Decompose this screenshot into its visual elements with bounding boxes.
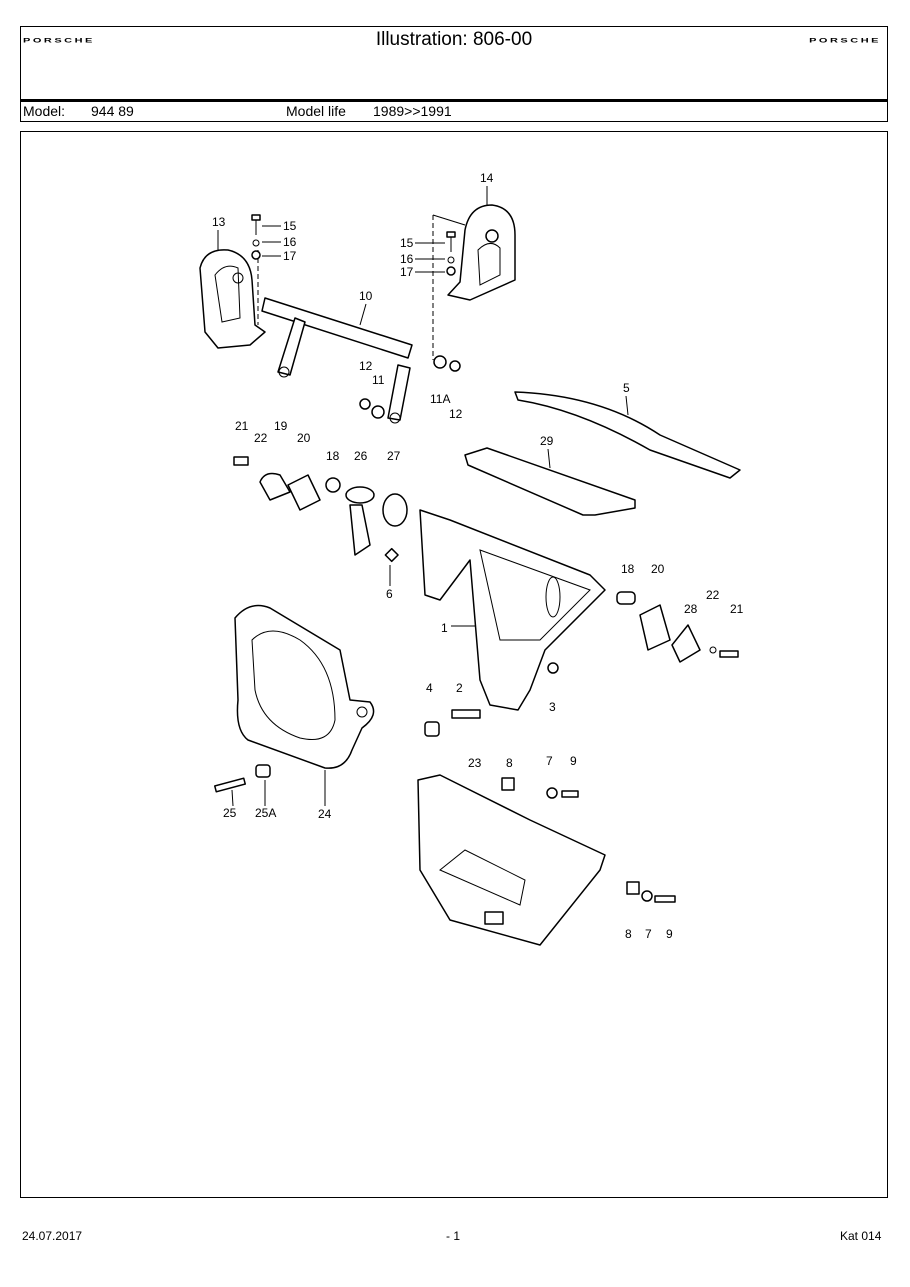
callout: 10	[359, 289, 373, 303]
callout: 11	[372, 373, 385, 387]
part-14-bracket	[447, 204, 516, 301]
hinge-parts-right	[616, 591, 739, 663]
callout: 9	[666, 927, 673, 941]
callout: 18	[621, 562, 635, 576]
part-1-frame	[419, 509, 606, 711]
part-2-bolt	[451, 709, 481, 719]
callout: 5	[623, 381, 630, 395]
callout: 2	[456, 681, 463, 695]
callout: 1	[441, 621, 448, 635]
model-life-value: 1989>>1991	[373, 103, 452, 119]
part-15-bolt-right	[446, 231, 456, 276]
part-25a-nut	[255, 764, 271, 778]
part-9-screw-upper	[561, 790, 579, 798]
part-24-ring	[234, 604, 375, 769]
part-29-rail	[464, 447, 636, 516]
callout: 13	[212, 215, 226, 229]
callout: 7	[645, 927, 652, 941]
part-8-clip-upper	[501, 777, 515, 791]
callout: 15	[283, 219, 297, 233]
porsche-logo-right: PORSCHE	[809, 37, 881, 45]
callout: 21	[730, 602, 744, 616]
callout: 18	[326, 449, 340, 463]
callout: 14	[480, 171, 494, 185]
model-value: 944 89	[91, 103, 134, 119]
callout: 22	[254, 431, 268, 445]
footer-catalog: Kat 014	[840, 1229, 882, 1243]
callout: 12	[449, 407, 463, 421]
callout: 28	[684, 602, 698, 616]
callout: 29	[540, 434, 554, 448]
porsche-logo-left: PORSCHE	[23, 37, 95, 45]
callout: 25	[223, 806, 237, 820]
leader-lines	[217, 186, 629, 807]
callout: 6	[386, 587, 393, 601]
part-15-bolt-left	[251, 214, 261, 260]
part-9-screw-lower	[654, 895, 676, 903]
callout: 21	[235, 419, 249, 433]
callout: 24	[318, 807, 332, 821]
model-row: Model: 944 89 Model life 1989>>1991	[21, 99, 887, 125]
callout: 17	[400, 265, 414, 279]
callout: 26	[354, 449, 368, 463]
callout: 19	[274, 419, 288, 433]
part-7-washer-lower	[641, 890, 653, 902]
part-4-sleeve	[424, 721, 440, 737]
header: PORSCHE Illustration: 806-00 PORSCHE Mod…	[20, 26, 888, 122]
part-10-shaft	[261, 297, 461, 424]
diagram-frame	[20, 131, 888, 1198]
callout: 23	[468, 756, 482, 770]
footer-page: - 1	[446, 1229, 461, 1243]
callout: 20	[651, 562, 665, 576]
callout: 20	[297, 431, 311, 445]
footer-date: 24.07.2017	[22, 1229, 83, 1243]
part-23-cover	[417, 774, 606, 946]
part-8-clip-lower	[626, 881, 640, 895]
callout: 25A	[255, 806, 276, 820]
part-7-washer-upper	[546, 787, 558, 799]
callout: 8	[625, 927, 632, 941]
callout: 3	[549, 700, 556, 714]
callout: 22	[706, 588, 720, 602]
callout: 16	[283, 235, 297, 249]
page-title: Illustration: 806-00	[375, 29, 533, 50]
callout: 17	[283, 249, 297, 263]
callout: 15	[400, 236, 414, 250]
callout: 12	[359, 359, 373, 373]
part-13-bracket	[199, 249, 266, 349]
callout: 7	[546, 754, 553, 768]
part-5-strip	[514, 391, 741, 479]
callout: 16	[400, 252, 414, 266]
hinge-parts-left	[233, 456, 408, 563]
callout: 11A	[430, 392, 450, 406]
callout-labels: 14 13 15 16 17 15 16 17 10 12 11 11A 12 …	[212, 171, 744, 941]
callout: 27	[387, 449, 401, 463]
part-25-screw	[213, 777, 247, 793]
callout: 4	[426, 681, 433, 695]
callout: 8	[506, 756, 513, 770]
model-label: Model:	[23, 103, 66, 119]
model-life-label: Model life	[286, 103, 346, 119]
callout: 9	[570, 754, 577, 768]
